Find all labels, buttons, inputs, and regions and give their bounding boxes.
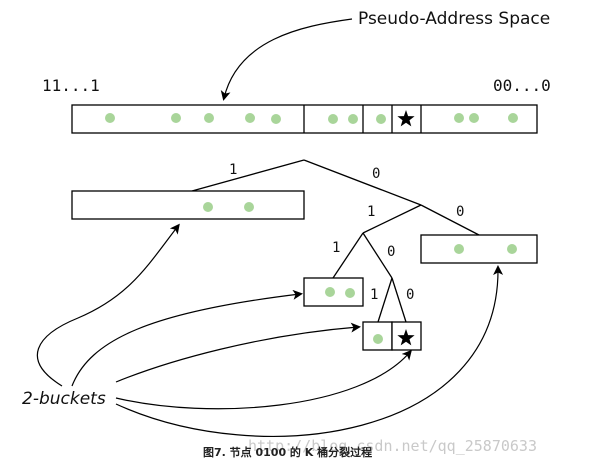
node-dot: [469, 113, 479, 123]
edge-label-n1-left: 1: [367, 204, 375, 220]
edge-label-n3-left: 1: [370, 287, 378, 303]
edge-label-root-left: 1: [229, 162, 237, 178]
node-dot: [171, 113, 181, 123]
edge-label-n2-left: 1: [332, 240, 340, 256]
star-icon: [397, 110, 415, 127]
node-dot: [373, 334, 383, 344]
buckets-label: 2-buckets: [22, 389, 106, 409]
arrow-to-bucket-011: [71, 289, 303, 387]
address-space-bar: [71, 104, 538, 134]
node-dot: [105, 113, 115, 123]
edge-label-n2-right: 0: [387, 244, 395, 260]
bucket-prefix-0101: [362, 321, 393, 351]
bucket-prefix-00: [420, 234, 538, 264]
node-dot: [345, 288, 355, 298]
node-dot: [244, 202, 254, 212]
edge-label-root-right: 0: [372, 166, 380, 182]
node-dot: [271, 114, 281, 124]
figure-caption: 图7. 节点 0100 的 K 桶分裂过程: [203, 445, 372, 459]
node-dot: [325, 287, 335, 297]
star-icon: [397, 329, 415, 346]
node-dot: [508, 113, 518, 123]
arrow-to-bucket-1: [36, 223, 180, 387]
bucket-arrows: [36, 223, 504, 437]
bucket-prefix-011: [303, 277, 364, 307]
node-dot: [203, 202, 213, 212]
title-arrow: [220, 18, 353, 101]
bucket-prefix-1: [71, 190, 305, 220]
edge-label-n3-right: 0: [406, 287, 414, 303]
node-dot: [245, 113, 255, 123]
node-dot: [454, 113, 464, 123]
arrow-to-bucket-0100: [115, 349, 412, 410]
arrow-to-bucket-0101: [115, 322, 361, 383]
address-low-label: 00...0: [493, 76, 551, 95]
edge-label-n1-right: 0: [456, 204, 464, 220]
arrow-to-bucket-00: [115, 265, 504, 437]
node-dot: [376, 114, 386, 124]
split-tree: [191, 159, 480, 323]
node-dot: [348, 114, 358, 124]
bucket-prefix-0100: [391, 321, 422, 351]
watermark: http://blog.csdn.net/qq_25870633: [248, 437, 537, 455]
node-dot: [507, 244, 517, 254]
address-high-label: 11...1: [42, 76, 100, 95]
node-dot: [328, 114, 338, 124]
node-dot: [204, 113, 214, 123]
node-dot: [454, 244, 464, 254]
address-space-title: Pseudo-Address Space: [358, 9, 550, 29]
